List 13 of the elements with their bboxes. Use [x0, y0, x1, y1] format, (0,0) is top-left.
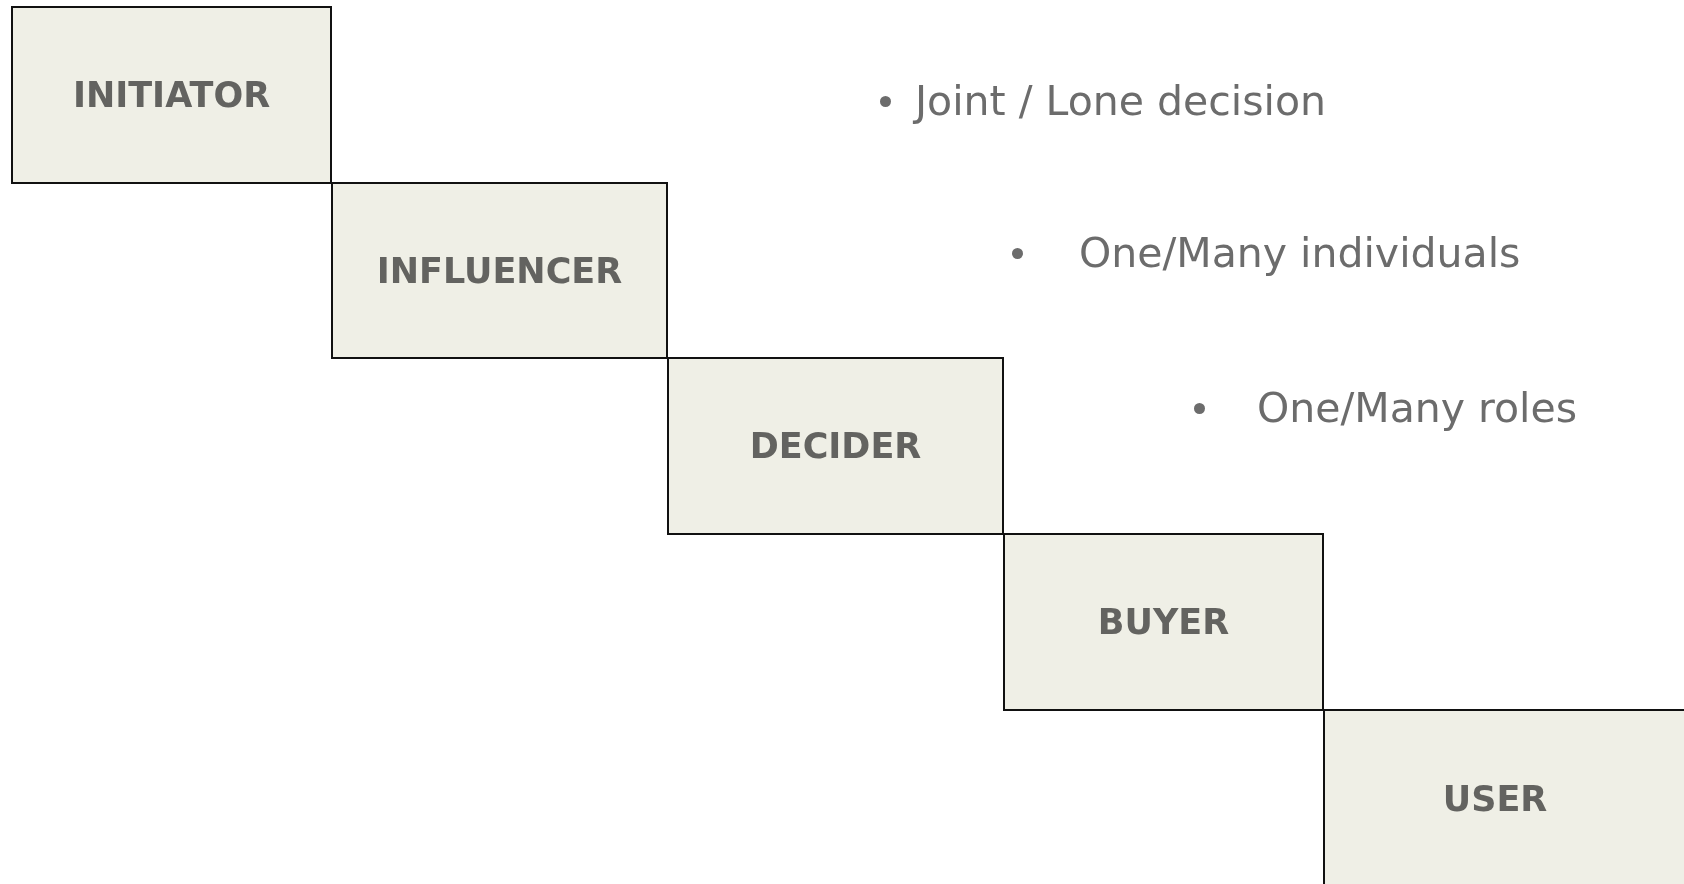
- step-box: [1003, 533, 1324, 711]
- step-label: INFLUENCER: [376, 250, 623, 291]
- step-label: USER: [1442, 779, 1548, 819]
- step-box: [1323, 709, 1684, 884]
- step-box: [11, 6, 332, 184]
- bullet-text: Joint / Lone decision: [915, 77, 1326, 125]
- step-box: [667, 357, 1004, 535]
- step-label: INITIATOR: [72, 75, 271, 115]
- bullet-text: One/Many individuals: [1079, 229, 1521, 277]
- bullet-text: One/Many roles: [1257, 384, 1578, 432]
- step-label: DECIDER: [749, 426, 922, 466]
- step-label: BUYER: [1097, 602, 1230, 642]
- step-box: [331, 182, 668, 359]
